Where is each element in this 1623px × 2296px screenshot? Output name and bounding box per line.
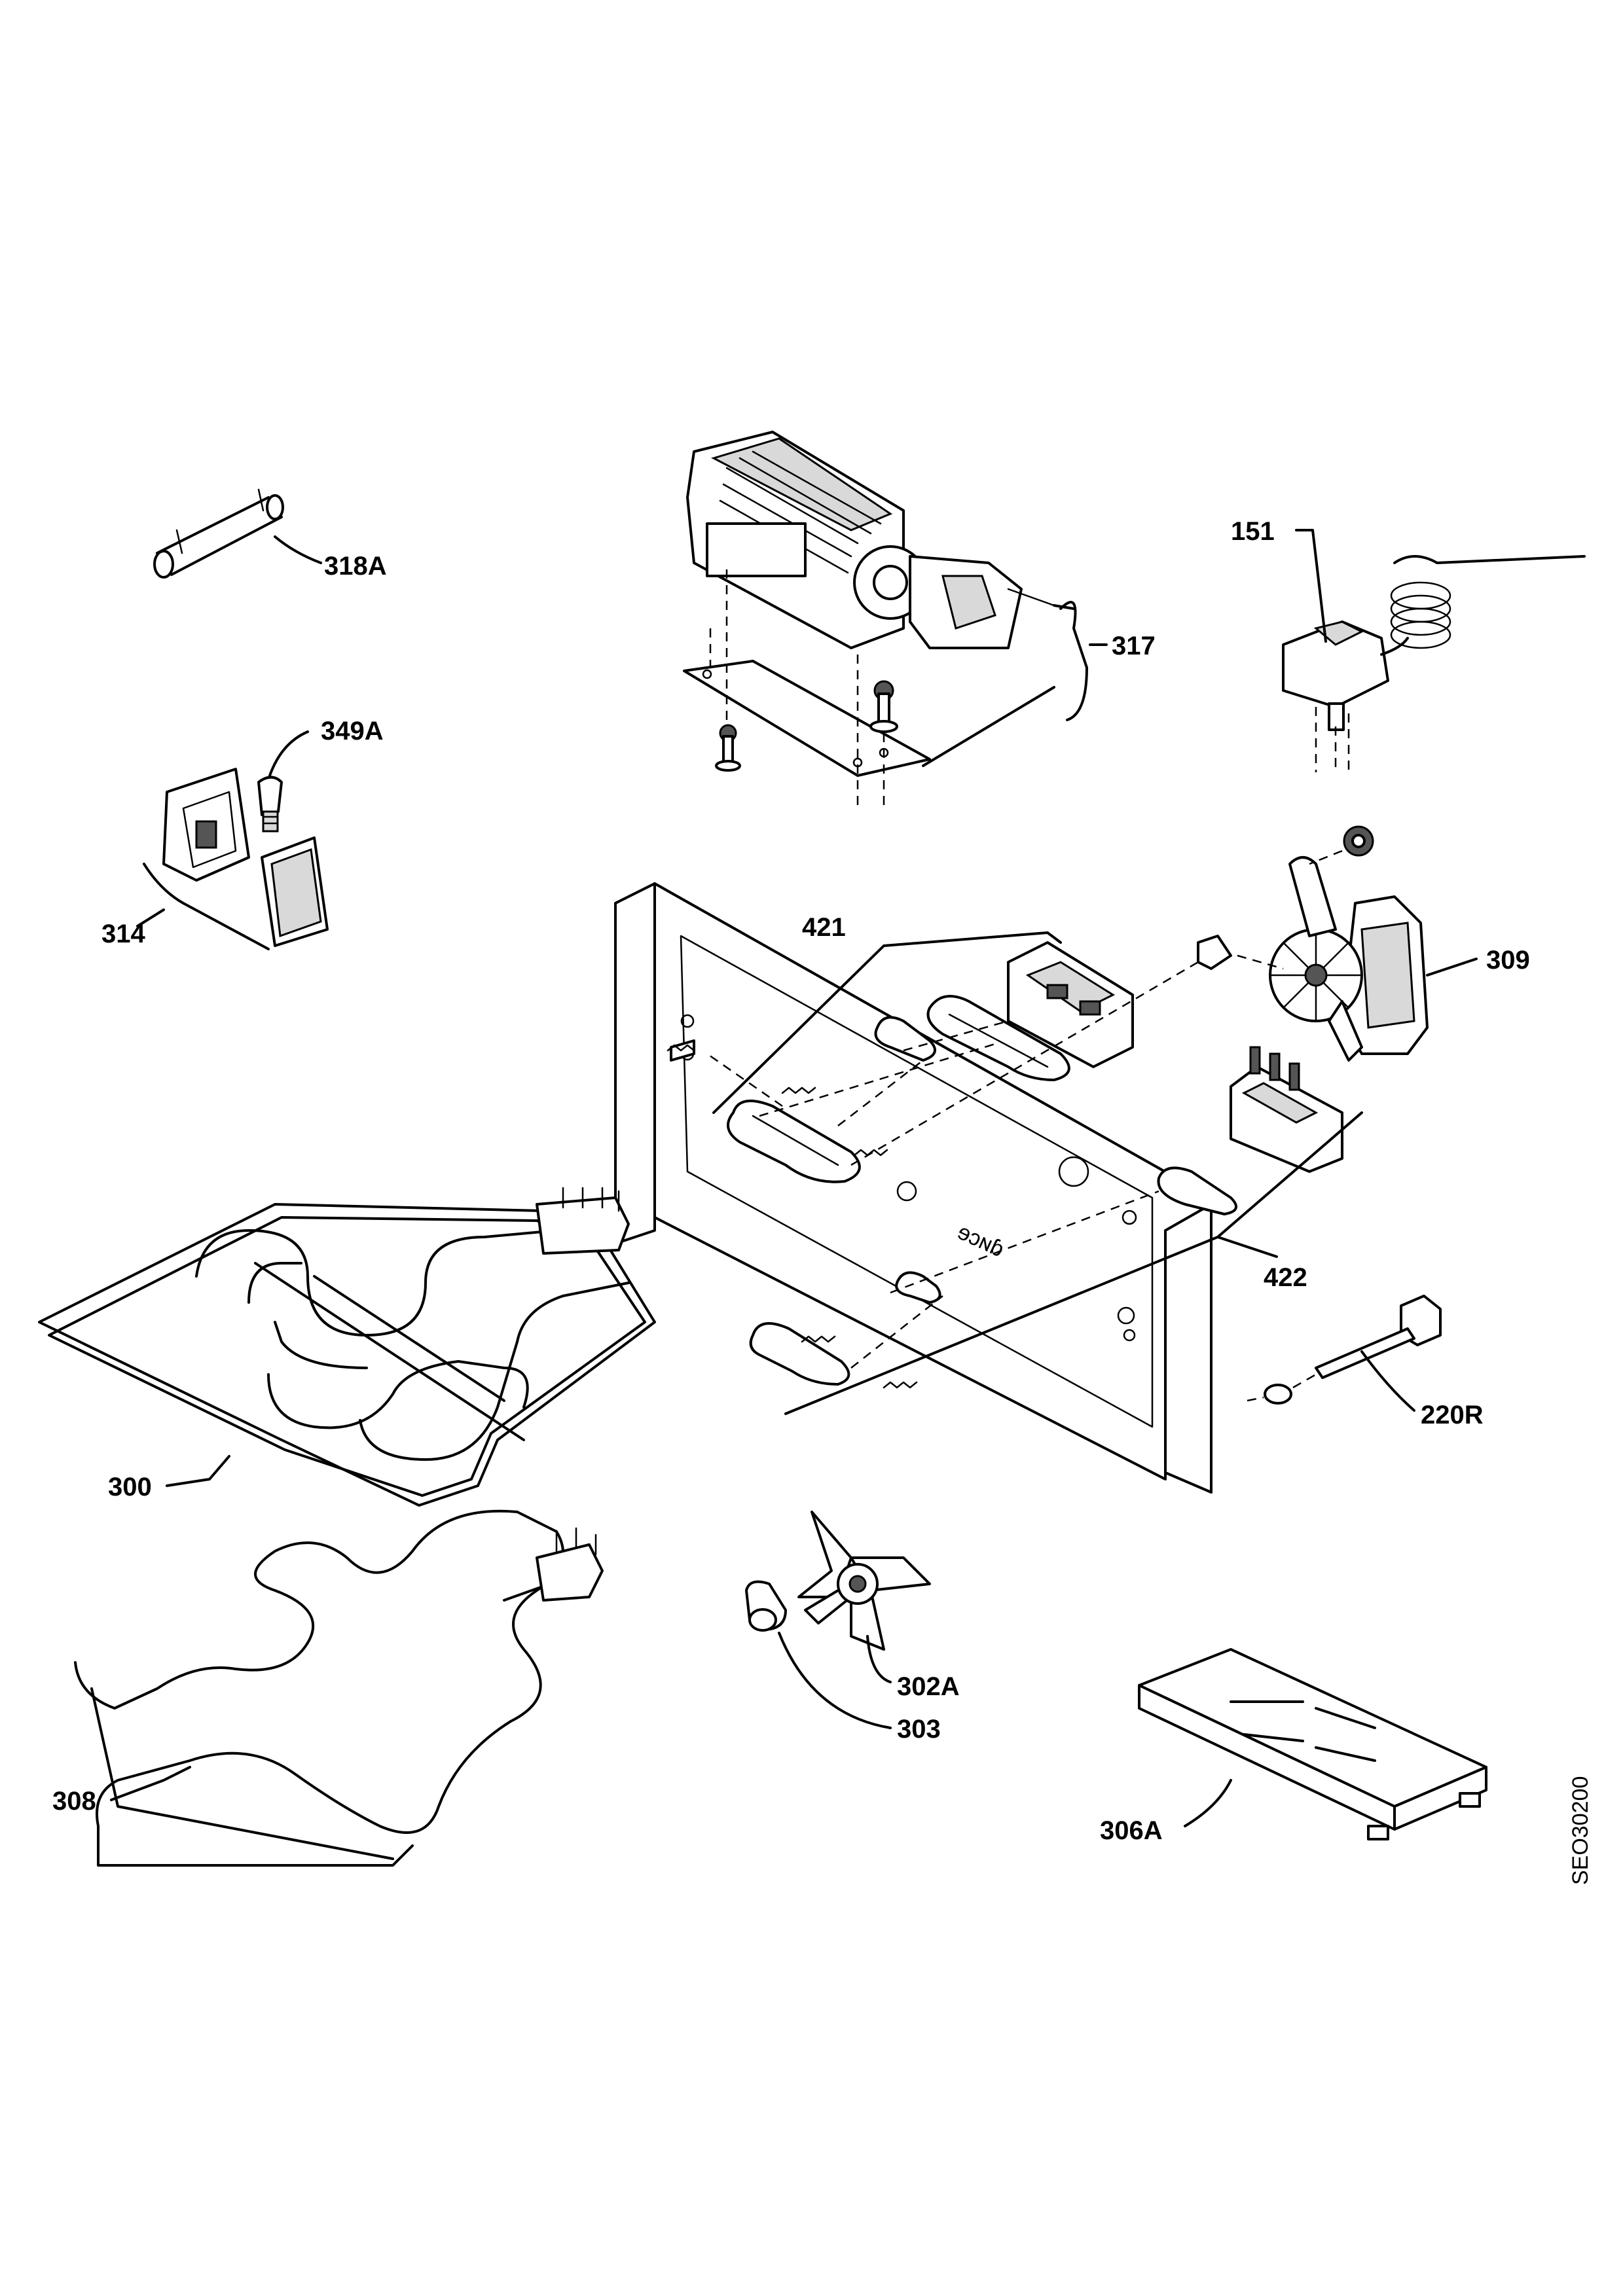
- part-318a-tube[interactable]: [153, 488, 284, 579]
- screws-317: [715, 680, 898, 772]
- dash-309-shaft: [1237, 954, 1284, 970]
- label-317: 317: [1112, 632, 1156, 660]
- leader-421: [712, 931, 1062, 1114]
- label-302a: 302A: [897, 1672, 960, 1701]
- leader-314: [136, 908, 165, 927]
- label-422: 422: [1264, 1263, 1307, 1292]
- bottom-terminal-block: [536, 1527, 604, 1602]
- part-314-lamp-glass[interactable]: [261, 836, 329, 947]
- dashed-assembly-lines-317: [709, 569, 885, 812]
- part-422-connector-block[interactable]: [1157, 1046, 1343, 1215]
- leader-317b: [922, 686, 1055, 767]
- part-349a-lamp-bulb[interactable]: [257, 776, 283, 833]
- part-302a-fan-blade[interactable]: [797, 1511, 931, 1651]
- part-303-nut[interactable]: [745, 1580, 787, 1632]
- label-306a: 306A: [1100, 1816, 1163, 1845]
- leader-318a: [274, 535, 322, 564]
- label-300: 300: [108, 1473, 152, 1501]
- rear-oven-panel: ɘɔɴɓ: [614, 882, 1213, 1494]
- label-303: 303: [897, 1715, 941, 1744]
- label-318a: 318A: [324, 552, 387, 581]
- leader-309: [1426, 958, 1478, 977]
- label-349a: 349A: [321, 717, 384, 745]
- leader-303: [778, 1632, 892, 1729]
- part-317-tangential-fan[interactable]: [686, 431, 1055, 649]
- part-317-mounting-plate[interactable]: [683, 660, 931, 777]
- dash-309-nut: [1309, 850, 1343, 865]
- leader-422: [784, 1111, 1363, 1415]
- leader-302a: [866, 1635, 892, 1683]
- label-151: 151: [1231, 517, 1275, 546]
- label-220r: 220R: [1421, 1401, 1484, 1429]
- label-314: 314: [101, 920, 145, 948]
- leader-308: [110, 1766, 191, 1801]
- leader-317a: [1053, 604, 1075, 610]
- label-421: 421: [802, 913, 846, 942]
- part-306a-cover[interactable]: [1138, 1648, 1487, 1840]
- leader-220r: [1360, 1350, 1415, 1412]
- leader-349a: [268, 730, 309, 777]
- element-screws: [666, 1044, 918, 1389]
- part-220r-bolt[interactable]: [1247, 1295, 1442, 1405]
- part-300-grill-element[interactable]: [38, 1187, 656, 1507]
- part-314-lamp-housing[interactable]: [162, 768, 250, 882]
- label-309: 309: [1486, 946, 1530, 975]
- leader-306a: [1184, 1779, 1232, 1827]
- drawing-code: SEO30200: [1568, 1776, 1593, 1885]
- dashed-assembly-lines-panel: [706, 961, 1199, 1369]
- part-151-thermostat[interactable]: [1282, 555, 1586, 772]
- leader-151: [1295, 529, 1327, 643]
- brace-317: [1059, 601, 1088, 721]
- part-309-fan-motor[interactable]: [1197, 825, 1429, 1062]
- part-308-bottom-element[interactable]: [74, 1509, 604, 1867]
- bracket-314: [143, 863, 270, 950]
- gaskets-panel: [727, 1016, 941, 1386]
- cooling-fan-wheel: [1269, 928, 1363, 1022]
- leader-300: [166, 1455, 230, 1487]
- grill-terminal-block: [536, 1187, 630, 1255]
- capillary-coil: [1380, 555, 1586, 656]
- label-308: 308: [52, 1787, 96, 1816]
